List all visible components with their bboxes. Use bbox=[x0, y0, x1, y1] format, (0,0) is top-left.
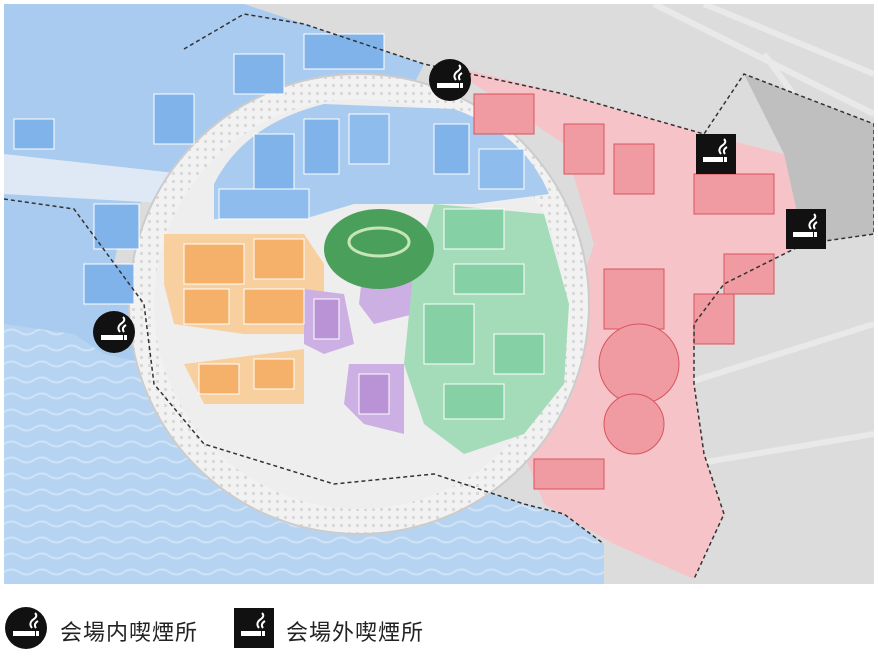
smoking-icon bbox=[93, 311, 135, 353]
expo-site-map bbox=[4, 4, 874, 584]
blue-pier bbox=[4, 154, 184, 204]
buildings bbox=[183, 113, 545, 420]
smoking-icon bbox=[696, 134, 736, 174]
central-forest bbox=[324, 209, 434, 289]
marker-outdoor-smoking-1[interactable] bbox=[696, 134, 736, 174]
map-canvas bbox=[4, 4, 874, 584]
marker-outdoor-smoking-2[interactable] bbox=[786, 209, 826, 249]
legend-outdoor-label: 会場外喫煙所 bbox=[286, 621, 425, 646]
smoking-icon bbox=[4, 606, 48, 656]
smoking-icon bbox=[786, 209, 826, 249]
smoking-icon bbox=[429, 59, 471, 101]
parking-area bbox=[744, 74, 874, 244]
marker-indoor-smoking-2[interactable] bbox=[92, 310, 136, 354]
site-boundary-south bbox=[4, 198, 605, 545]
forest-path bbox=[347, 226, 411, 258]
pink-buildings bbox=[473, 93, 775, 490]
legend-indoor: 会場内喫煙所 bbox=[4, 606, 199, 656]
legend-indoor-label: 会場内喫煙所 bbox=[60, 621, 199, 646]
legend-outdoor: 会場外喫煙所 bbox=[234, 608, 424, 654]
blue-outer-buildings bbox=[13, 33, 385, 305]
site-boundary-north bbox=[183, 13, 874, 580]
marker-indoor-smoking-1[interactable] bbox=[428, 58, 472, 102]
smoking-icon bbox=[234, 608, 274, 654]
